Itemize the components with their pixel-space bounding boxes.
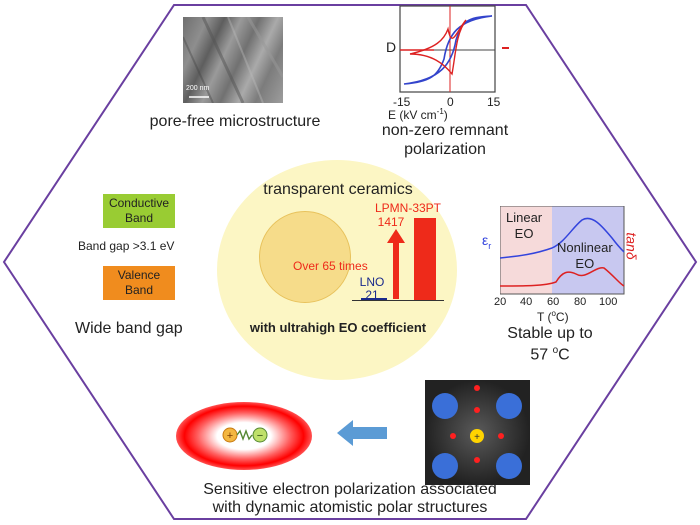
temp-x-tick-1: 20 [494, 296, 507, 308]
center-title: transparent ceramics [263, 181, 413, 198]
hysteresis-x-tick-2: 0 [447, 95, 454, 109]
epsilon-label: εr [482, 232, 492, 251]
linear-eo-label: Linear EO [506, 210, 543, 241]
red-hysteresis-loop [409, 19, 467, 76]
svg-text:−: − [257, 430, 263, 442]
band-gap-text: Band gap >3.1 eV [78, 239, 175, 253]
temperature-plot [500, 206, 625, 295]
center-footer: with ultrahigh EO coefficient [249, 320, 427, 335]
scale-bar-label: 200 nm [186, 85, 210, 92]
temp-x-tick-5: 100 [599, 296, 618, 308]
microstructure-caption: pore-free microstructure [149, 113, 321, 130]
blue-hysteresis-loop [403, 15, 493, 85]
temp-x-label: T (oC) [537, 309, 569, 324]
lno-label: LNO [359, 275, 385, 289]
svg-text:+: + [474, 432, 480, 443]
hysteresis-x-tick-3: 15 [487, 95, 501, 109]
temp-x-tick-4: 80 [574, 296, 587, 308]
tem-micrograph: 200 nm [183, 17, 283, 103]
ratio-label: Over 65 times [293, 259, 368, 273]
loss-curve [500, 267, 625, 287]
up-arrow [387, 229, 405, 299]
lno-bar [361, 298, 387, 300]
left-arrow-icon [337, 420, 387, 446]
tan-delta-label: tanδ [623, 232, 640, 260]
center-circle [259, 211, 351, 303]
hysteresis-plot [399, 5, 509, 93]
lpmn-value: 1417 [377, 215, 405, 229]
nonlinear-eo-label: Nonlinear EO [557, 240, 613, 271]
svg-text:+: + [227, 430, 233, 442]
lpmn-bar [414, 218, 436, 300]
remnant-caption-line1: non-zero remnant [381, 122, 509, 139]
temp-x-tick-2: 40 [520, 296, 533, 308]
atomic-image: + [425, 380, 530, 485]
stable-caption-line1: Stable up to [507, 325, 593, 342]
hysteresis-x-label: E (kV cm-1) [388, 107, 448, 122]
remnant-caption-line2: polarization [404, 141, 486, 158]
dipole-icon: + − [222, 427, 268, 443]
hysteresis-x-tick-1: -15 [393, 95, 411, 109]
bottom-caption-line1: Sensitive electron polarization associat… [203, 481, 497, 498]
bottom-caption-line2: with dynamic atomistic polar structures [212, 499, 488, 516]
bar-baseline [352, 300, 444, 301]
hysteresis-y-label: D [386, 39, 397, 55]
permittivity-curve [500, 217, 625, 259]
conductive-band: Conductive Band [103, 194, 175, 228]
valence-band: Valence Band [103, 266, 175, 300]
stable-caption-line2: 57 oC [530, 345, 570, 364]
band-gap-caption: Wide band gap [75, 320, 183, 337]
temp-x-tick-3: 60 [547, 296, 560, 308]
lpmn-label: LPMN-33PT [374, 201, 442, 215]
